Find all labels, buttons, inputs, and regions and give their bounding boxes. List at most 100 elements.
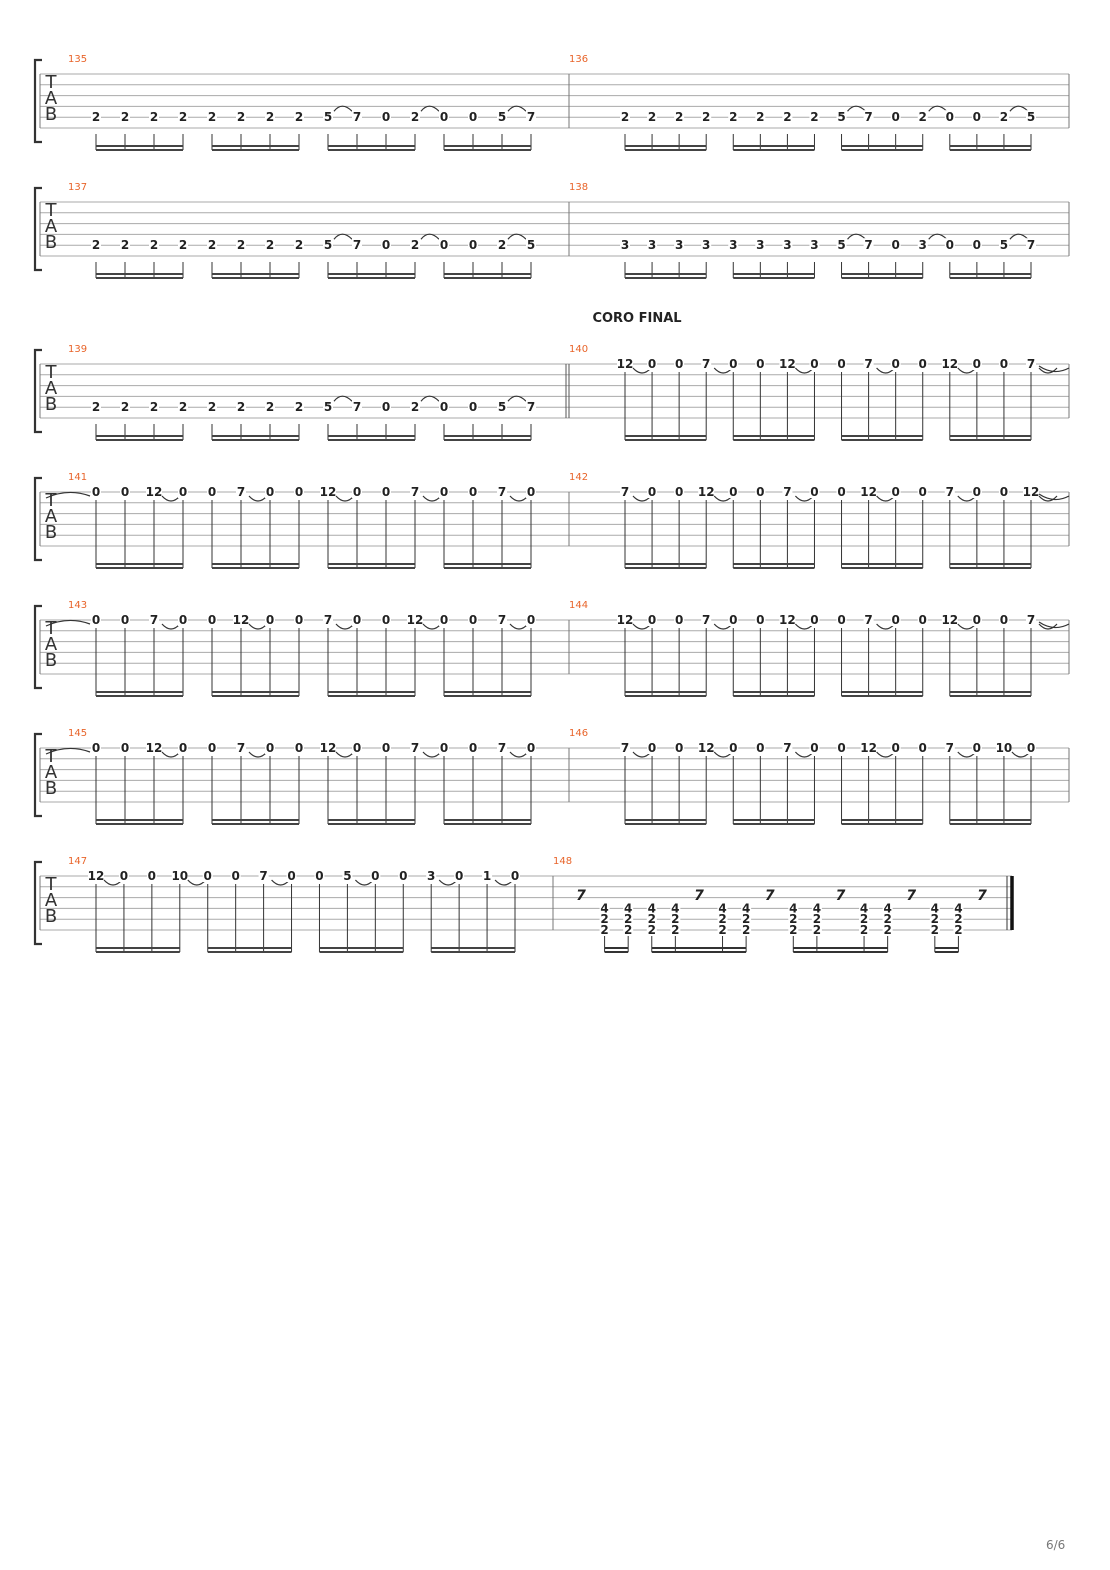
system-bracket [33, 476, 42, 562]
fret-number: 0 [946, 110, 954, 124]
rest-symbol: 7 [694, 888, 704, 904]
fret-number: 0 [440, 613, 448, 627]
fret-number: 0 [148, 869, 156, 883]
fret-number: 0 [810, 485, 818, 499]
fret-number: 0 [440, 238, 448, 252]
fret-number: 2 [208, 238, 216, 252]
fret-number: 2 [150, 110, 158, 124]
tab-clef-letter: A [45, 216, 58, 237]
fret-number: 0 [756, 485, 764, 499]
fret-number: 2 [208, 110, 216, 124]
fret-number: 2 [266, 110, 274, 124]
fret-number: 0 [729, 613, 737, 627]
fret-number: 0 [353, 613, 361, 627]
rest-symbol: 7 [765, 888, 775, 904]
fret-number: 2 [600, 923, 608, 937]
fret-number: 5 [527, 238, 535, 252]
fret-number: 0 [756, 741, 764, 755]
slur-arc [248, 623, 268, 630]
fret-number: 3 [427, 869, 435, 883]
fret-number: 0 [179, 485, 187, 499]
fret-number: 3 [810, 238, 818, 252]
fret-number: 2 [718, 923, 726, 937]
tab-clef-letter: A [45, 890, 58, 911]
fret-number: 0 [208, 613, 216, 627]
fret-number: 4 [648, 901, 656, 915]
tab-clef-letter: B [45, 906, 57, 927]
system-bracket [33, 860, 42, 946]
fret-number: 12 [941, 613, 958, 627]
fret-number: 7 [783, 741, 791, 755]
fret-number: 0 [120, 869, 128, 883]
fret-number: 0 [973, 741, 981, 755]
fret-number: 3 [729, 238, 737, 252]
fret-number: 4 [671, 901, 679, 915]
fret-number: 2 [813, 923, 821, 937]
slur-arc [335, 623, 355, 630]
fret-number: 0 [729, 485, 737, 499]
measure-number: 142 [569, 472, 588, 483]
fret-number: 2 [208, 400, 216, 414]
fret-number: 3 [756, 238, 764, 252]
tab-clef-letter: T [45, 874, 58, 895]
fret-number: 2 [671, 912, 679, 926]
fret-number: 2 [671, 923, 679, 937]
tab-clef-letter: A [45, 762, 58, 783]
fret-number: 12 [146, 741, 163, 755]
fret-number: 2 [954, 923, 962, 937]
fret-number: 0 [455, 869, 463, 883]
system-bracket [33, 348, 42, 434]
rest-symbol: 7 [836, 888, 846, 904]
fret-number: 0 [92, 613, 100, 627]
fret-number: 2 [648, 923, 656, 937]
fret-number: 12 [320, 485, 337, 499]
fret-number: 0 [891, 238, 899, 252]
fret-number: 3 [702, 238, 710, 252]
slur-arc [248, 751, 268, 758]
slur-arc [161, 495, 181, 502]
tie-arc [420, 105, 440, 112]
fret-number: 0 [891, 741, 899, 755]
fret-number: 0 [1027, 741, 1035, 755]
fret-number: 2 [954, 912, 962, 926]
fret-number: 0 [837, 741, 845, 755]
fret-number: 2 [648, 912, 656, 926]
fret-number: 0 [382, 741, 390, 755]
fret-number: 12 [617, 613, 634, 627]
fret-number: 0 [204, 869, 212, 883]
fret-number: 0 [891, 613, 899, 627]
fret-number: 7 [864, 613, 872, 627]
fret-number: 5 [1000, 238, 1008, 252]
fret-number: 0 [295, 613, 303, 627]
fret-number: 2 [621, 110, 629, 124]
fret-number: 2 [702, 110, 710, 124]
measure-number: 138 [569, 182, 588, 193]
fret-number: 0 [527, 485, 535, 499]
fret-number: 0 [231, 869, 239, 883]
fret-number: 0 [675, 357, 683, 371]
tab-clef-letter: A [45, 506, 58, 527]
fret-number: 2 [498, 238, 506, 252]
measure-number: 144 [569, 600, 588, 611]
fret-number: 7 [411, 485, 419, 499]
fret-number: 0 [353, 485, 361, 499]
fret-number: 0 [973, 238, 981, 252]
fret-number: 2 [624, 923, 632, 937]
fret-number: 2 [121, 110, 129, 124]
tie-arc [1038, 493, 1070, 501]
tie-arc [507, 105, 527, 112]
measure-number: 135 [68, 54, 87, 65]
tie-arc [420, 233, 440, 240]
fret-number: 7 [353, 110, 361, 124]
fret-number: 7 [353, 238, 361, 252]
fret-number: 2 [600, 912, 608, 926]
measure-number: 136 [569, 54, 588, 65]
fret-number: 0 [729, 357, 737, 371]
slur-arc [509, 623, 529, 630]
fret-number: 0 [973, 110, 981, 124]
fret-number: 2 [121, 400, 129, 414]
